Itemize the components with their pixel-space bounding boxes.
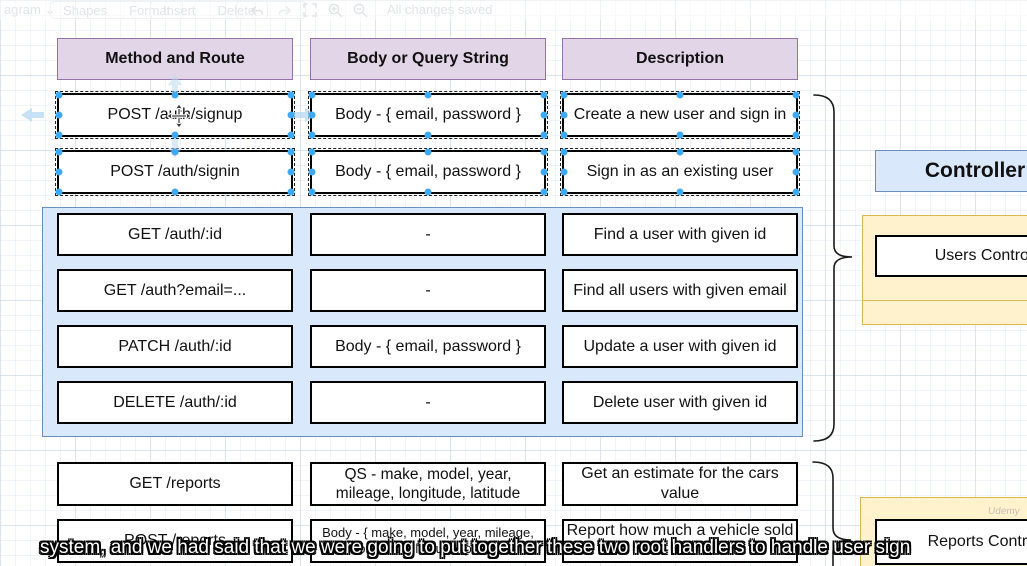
selection-handle[interactable] [171, 188, 179, 196]
auth-group-brace[interactable] [800, 90, 870, 566]
cell-method-get-email[interactable]: GET /auth?email=... [57, 269, 293, 312]
cell-desc-signin[interactable]: Sign in as an existing user [560, 148, 800, 196]
selection-handle[interactable] [287, 131, 295, 139]
selection-handle[interactable] [560, 91, 568, 99]
selection-handle[interactable] [560, 111, 568, 119]
cell-method-delete[interactable]: DELETE /auth/:id [57, 381, 293, 424]
selection-handle[interactable] [171, 131, 179, 139]
fit-screen-icon[interactable] [303, 3, 317, 17]
cell-desc-get-id[interactable]: Find a user with given id [562, 213, 798, 256]
selection-handle[interactable] [792, 188, 800, 196]
selection-handle[interactable] [792, 168, 800, 176]
cell-body-get-id[interactable]: - [310, 213, 546, 256]
chevron-down-icon: ⌄ [44, 2, 56, 17]
cell-method-get-id[interactable]: GET /auth/:id [57, 213, 293, 256]
cell-desc-get-email[interactable]: Find all users with given email [562, 269, 798, 312]
edit-button-group: Insert Delete [150, 1, 269, 19]
selection-handle[interactable] [540, 168, 548, 176]
selection-handle[interactable] [792, 148, 800, 156]
history-button-group [236, 1, 306, 19]
cell-body-patch[interactable]: Body - { email, password } [310, 325, 546, 368]
cell-body-signin[interactable]: Body - { email, password } [308, 148, 548, 196]
selection-handle[interactable] [308, 111, 316, 119]
cell-body-get-email[interactable]: - [310, 269, 546, 312]
insert-button[interactable]: Insert [163, 2, 196, 18]
hint-arrow-up-icon[interactable] [167, 74, 183, 94]
reports-group-brace [812, 461, 852, 566]
selection-handle[interactable] [792, 111, 800, 119]
selection-handle[interactable] [287, 188, 295, 196]
column-header-description[interactable]: Description [562, 38, 798, 80]
cell-method-patch[interactable]: PATCH /auth/:id [57, 325, 293, 368]
selection-handle[interactable] [308, 131, 316, 139]
cell-body-get-reports[interactable]: QS - make, model, year, mileage, longitu… [310, 462, 546, 506]
selection-handle[interactable] [676, 91, 684, 99]
selection-handle[interactable] [424, 148, 432, 156]
selection-handle[interactable] [308, 148, 316, 156]
column-header-body[interactable]: Body or Query String [310, 38, 546, 80]
format-button[interactable]: Format [129, 2, 171, 18]
undo-icon[interactable] [249, 4, 264, 17]
selection-handle[interactable] [287, 168, 295, 176]
users-controller-box[interactable]: Users Controller [875, 235, 1027, 277]
video-caption: system, and we had said that we were goi… [40, 537, 911, 558]
selection-handle[interactable] [540, 111, 548, 119]
selection-handle[interactable] [424, 91, 432, 99]
cell-method-post-reports[interactable]: POST /reports [57, 519, 293, 563]
selection-handle[interactable] [287, 111, 295, 119]
selection-handle[interactable] [55, 168, 63, 176]
selection-handle[interactable] [540, 131, 548, 139]
selection-handle[interactable] [676, 188, 684, 196]
cell-method-get-reports[interactable]: GET /reports [57, 462, 293, 506]
selection-handle[interactable] [560, 188, 568, 196]
cell-desc-delete[interactable]: Delete user with given id [562, 381, 798, 424]
selection-handle[interactable] [287, 148, 295, 156]
view-button-group: Shapes Format [50, 1, 184, 19]
selection-handle[interactable] [287, 91, 295, 99]
selection-handle[interactable] [560, 168, 568, 176]
selection-handle[interactable] [676, 148, 684, 156]
selection-handle[interactable] [424, 188, 432, 196]
save-status: All changes saved [387, 2, 493, 17]
cell-desc-patch[interactable]: Update a user with given id [562, 325, 798, 368]
cell-body-delete[interactable]: - [310, 381, 546, 424]
selection-handle[interactable] [308, 91, 316, 99]
selection-handle[interactable] [308, 168, 316, 176]
redo-icon[interactable] [278, 4, 293, 17]
container-divider [862, 300, 1027, 301]
zoom-out-icon[interactable] [353, 3, 368, 18]
selection-handle[interactable] [55, 91, 63, 99]
cell-desc-get-reports[interactable]: Get an estimate for the cars value [562, 462, 798, 506]
hint-arrow-left-icon[interactable] [20, 107, 44, 123]
selection-handle[interactable] [171, 148, 179, 156]
shapes-button[interactable]: Shapes [63, 2, 108, 18]
selection-handle[interactable] [171, 91, 179, 99]
selection-handle[interactable] [55, 111, 63, 119]
watermark: Udemy [987, 506, 1021, 517]
selection-handle[interactable] [540, 148, 548, 156]
selection-handle[interactable] [792, 91, 800, 99]
cell-body-post-reports[interactable]: Body - { make, model, year, mileage, lon… [310, 519, 546, 563]
selection-handle[interactable] [55, 188, 63, 196]
cell-desc-signup[interactable]: Create a new user and sign in [560, 91, 800, 139]
cell-body-signup[interactable]: Body - { email, password } [308, 91, 548, 139]
reports-controller-box[interactable]: Reports Controller [875, 519, 1027, 565]
selection-handle[interactable] [308, 188, 316, 196]
selection-handle[interactable] [560, 148, 568, 156]
selection-handle[interactable] [540, 188, 548, 196]
cell-desc-post-reports[interactable]: Report how much a vehicle sold for [562, 519, 798, 563]
controller-title-box[interactable]: Controller [875, 150, 1027, 192]
selection-handle[interactable] [55, 148, 63, 156]
editor-toolbar: agram ⌄ Shapes Format Insert Delete All … [0, 0, 1027, 20]
selection-handle[interactable] [792, 131, 800, 139]
selection-handle[interactable] [560, 131, 568, 139]
column-header-method[interactable]: Method and Route [57, 38, 293, 80]
move-cursor-icon [166, 103, 192, 129]
selection-handle[interactable] [55, 131, 63, 139]
diagram-menu[interactable]: agram ⌄ [4, 2, 56, 17]
selection-handle[interactable] [676, 131, 684, 139]
zoom-in-icon[interactable] [328, 3, 343, 18]
selection-handle[interactable] [540, 91, 548, 99]
selection-handle[interactable] [424, 131, 432, 139]
